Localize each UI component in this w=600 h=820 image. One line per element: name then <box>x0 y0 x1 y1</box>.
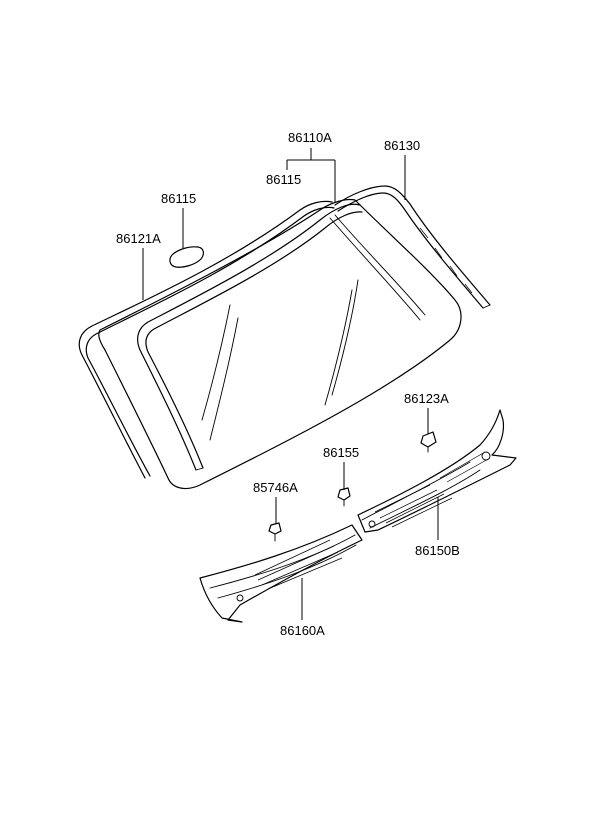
label-86110A: 86110A <box>288 130 332 145</box>
cowl-cover-86160A <box>199 524 363 623</box>
pad-86115 <box>169 246 204 268</box>
label-86155: 86155 <box>323 445 359 460</box>
label-86130: 86130 <box>384 138 420 153</box>
screw-85746A <box>268 522 282 542</box>
label-86115-left: 86115 <box>161 191 196 206</box>
windshield-glass <box>98 198 462 490</box>
leader-lines <box>142 148 439 620</box>
label-86123A: 86123A <box>404 391 449 406</box>
clip-86123A <box>420 431 437 453</box>
clip-86155 <box>337 487 351 507</box>
cowl-cover-86150B <box>357 409 517 533</box>
label-86121A: 86121A <box>116 231 161 246</box>
label-86115-top: 86115 <box>266 172 301 187</box>
label-86150B: 86150B <box>415 543 460 558</box>
moulding-86130 <box>334 185 491 309</box>
label-86160A: 86160A <box>280 623 325 638</box>
moulding-86121A <box>78 200 335 479</box>
moulding-86115 <box>137 203 363 471</box>
label-85746A: 85746A <box>253 480 298 495</box>
